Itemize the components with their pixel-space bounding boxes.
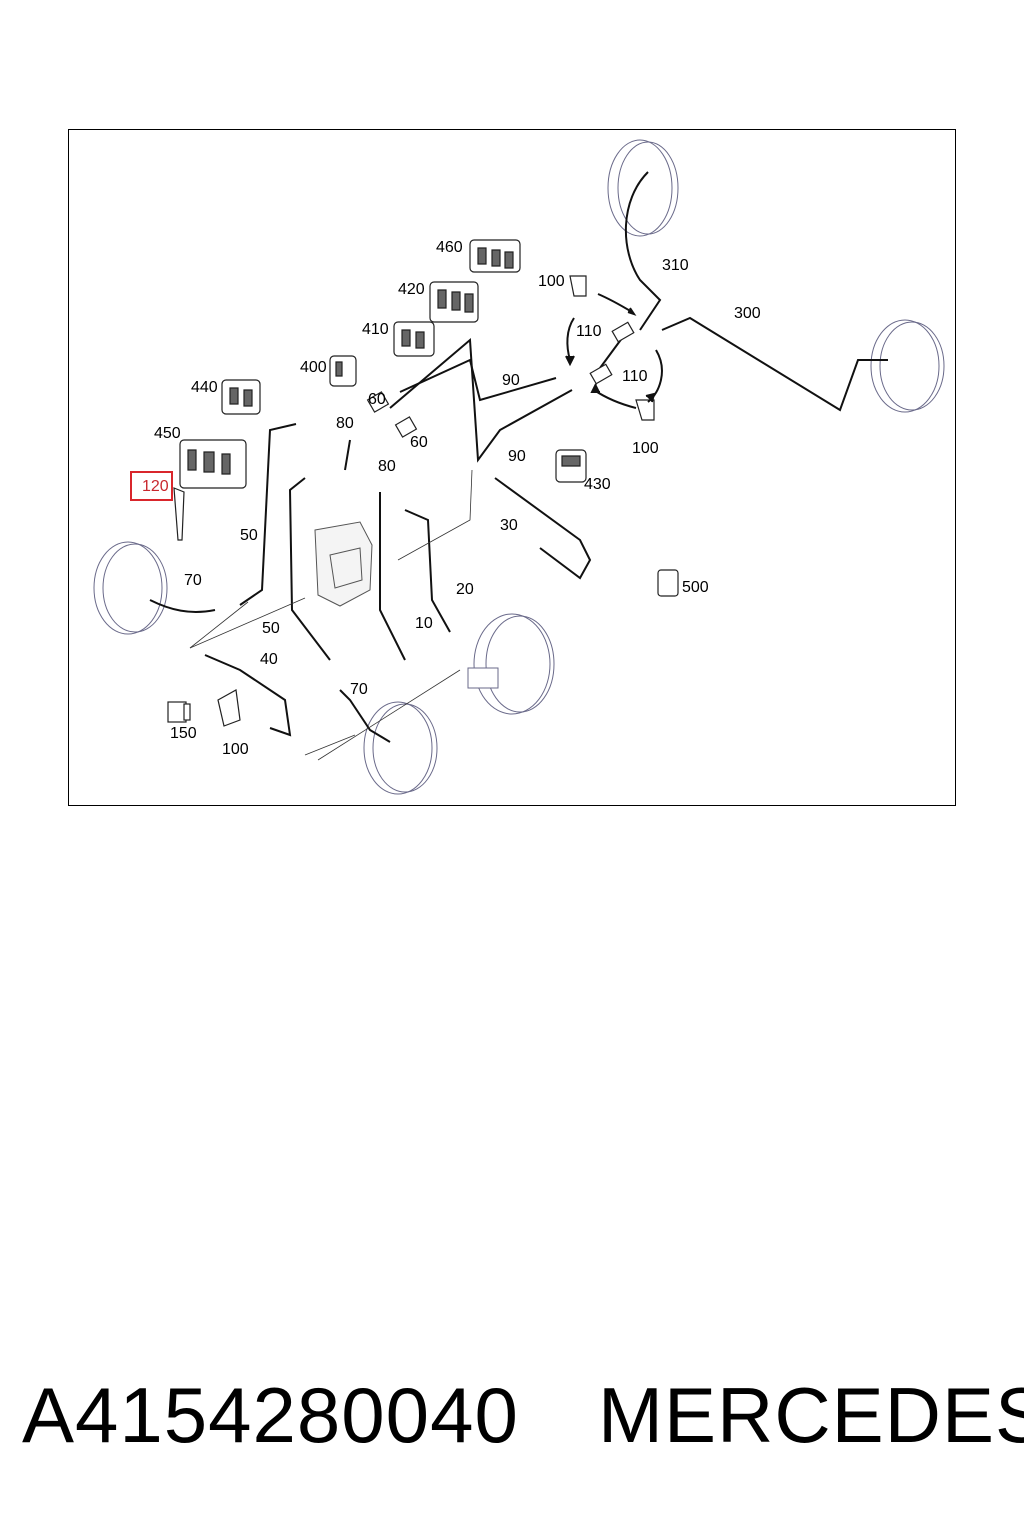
callout-70-left: 70 (184, 572, 202, 589)
clip-460 (469, 239, 521, 273)
wheel-rear-right (607, 139, 679, 237)
clip-440 (221, 379, 261, 415)
callout-100-mid: 100 (632, 440, 659, 457)
arrows (565, 293, 663, 409)
callout-420: 420 (398, 281, 425, 298)
callout-60-lower: 60 (410, 434, 428, 451)
connector-110a (611, 321, 635, 343)
callout-150: 150 (170, 725, 197, 742)
connector-110b (589, 363, 613, 385)
wheel-rear-left (93, 541, 168, 635)
wheel-front-right (870, 319, 945, 413)
clips (167, 239, 679, 727)
connector-60a (366, 391, 390, 413)
bracket-100-top (569, 275, 587, 297)
bracket-120 (173, 487, 185, 541)
callout-100-bottom: 100 (222, 741, 249, 758)
callout-80-upper: 80 (336, 415, 354, 432)
callout-50-lower: 50 (262, 620, 280, 637)
callout-460: 460 (436, 239, 463, 256)
callout-430: 430 (584, 476, 611, 493)
callout-10: 10 (415, 615, 433, 632)
callout-90-upper: 90 (502, 372, 520, 389)
callout-410: 410 (362, 321, 389, 338)
part-number: A4154280040 (22, 1371, 519, 1459)
bracket-100-mid (635, 399, 655, 421)
callout-100-top: 100 (538, 273, 565, 290)
callout-40: 40 (260, 651, 278, 668)
abs-hydraulic-unit (314, 521, 373, 607)
callout-90-lower: 90 (508, 448, 526, 465)
clip-430 (555, 449, 587, 483)
callout-450: 450 (154, 425, 181, 442)
callout-500: 500 (682, 579, 709, 596)
callout-110-upper: 110 (576, 323, 602, 340)
leader-lines (189, 469, 473, 761)
callout-110-lower: 110 (622, 368, 648, 385)
brand-name: MERCEDES (598, 1371, 1024, 1459)
callout-400: 400 (300, 359, 327, 376)
wheel-front-left (363, 701, 438, 795)
clip-420 (429, 281, 479, 323)
connector-60b (394, 416, 418, 438)
callout-80-lower: 80 (378, 458, 396, 475)
callout-300: 300 (734, 305, 761, 322)
callout-70-bottom: 70 (350, 681, 368, 698)
callout-30: 30 (500, 517, 518, 534)
callout-440: 440 (191, 379, 218, 396)
callout-310: 310 (662, 257, 689, 274)
caption: A4154280040 MERCEDES (0, 1370, 1024, 1470)
brake-booster (467, 613, 555, 715)
callout-20: 20 (456, 581, 474, 598)
callout-60-upper: 60 (368, 391, 386, 408)
fitting-150 (167, 701, 191, 723)
clip-400 (329, 355, 357, 387)
diagram-frame (68, 129, 956, 806)
brake-lines (149, 171, 888, 743)
callout-50-upper: 50 (240, 527, 258, 544)
clip-410 (393, 321, 435, 357)
callout-120: 120 (130, 471, 173, 501)
brake-line-diagram (93, 139, 945, 795)
clip-450 (179, 439, 247, 489)
bracket-100-bottom (217, 689, 241, 727)
clip-500 (657, 569, 679, 597)
